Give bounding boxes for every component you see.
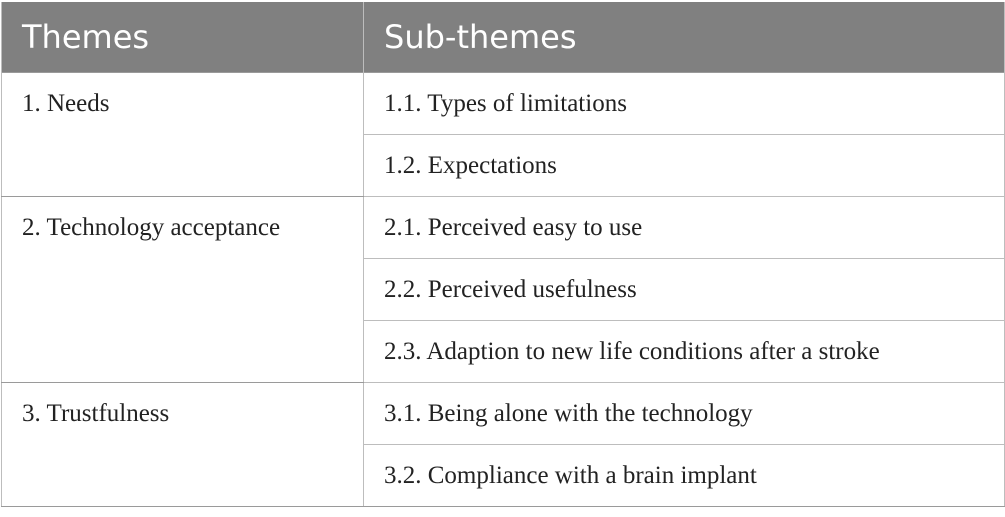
subtheme-cell: 3.1. Being alone with the technology	[363, 381, 1005, 445]
subtheme-cell: 2.3. Adaption to new life conditions aft…	[363, 319, 1005, 383]
table-row: 2. Technology acceptance 2.1. Perceived …	[1, 195, 1005, 383]
table-row: 1. Needs 1.1. Types of limitations	[1, 71, 1005, 197]
theme-cell: 3. Trustfulness	[1, 381, 364, 507]
table-row: 3. Trustfulness 3.1. Being alone with th…	[1, 381, 1005, 507]
header-subthemes: Sub-themes	[363, 2, 1005, 72]
table-row: 2.2. Perceived usefulness	[2, 257, 1005, 321]
table-header: Themes Sub-themes	[1, 2, 1005, 72]
header-themes: Themes	[1, 2, 364, 72]
header-row: Themes Sub-themes	[1, 2, 1005, 72]
theme-cell: 2. Technology acceptance	[1, 195, 364, 383]
subtheme-cell: 2.1. Perceived easy to use	[363, 195, 1005, 259]
subtheme-cell: 2.2. Perceived usefulness	[363, 257, 1005, 321]
subtheme-cell: 3.2. Compliance with a brain implant	[363, 443, 1005, 507]
subtheme-cell: 1.1. Types of limitations	[363, 71, 1005, 135]
table-row: 1.2. Expectations	[2, 133, 1005, 197]
table-row: 2.3. Adaption to new life conditions aft…	[2, 319, 1005, 383]
table-body: 1. Needs 1.1. Types of limitations 1.2. …	[1, 71, 1005, 507]
themes-table: Themes Sub-themes 1. Needs 1.1. Types of…	[1, 2, 1005, 507]
theme-cell: 1. Needs	[1, 71, 364, 197]
subtheme-cell: 1.2. Expectations	[363, 133, 1005, 197]
table-row: 3.2. Compliance with a brain implant	[2, 443, 1005, 507]
